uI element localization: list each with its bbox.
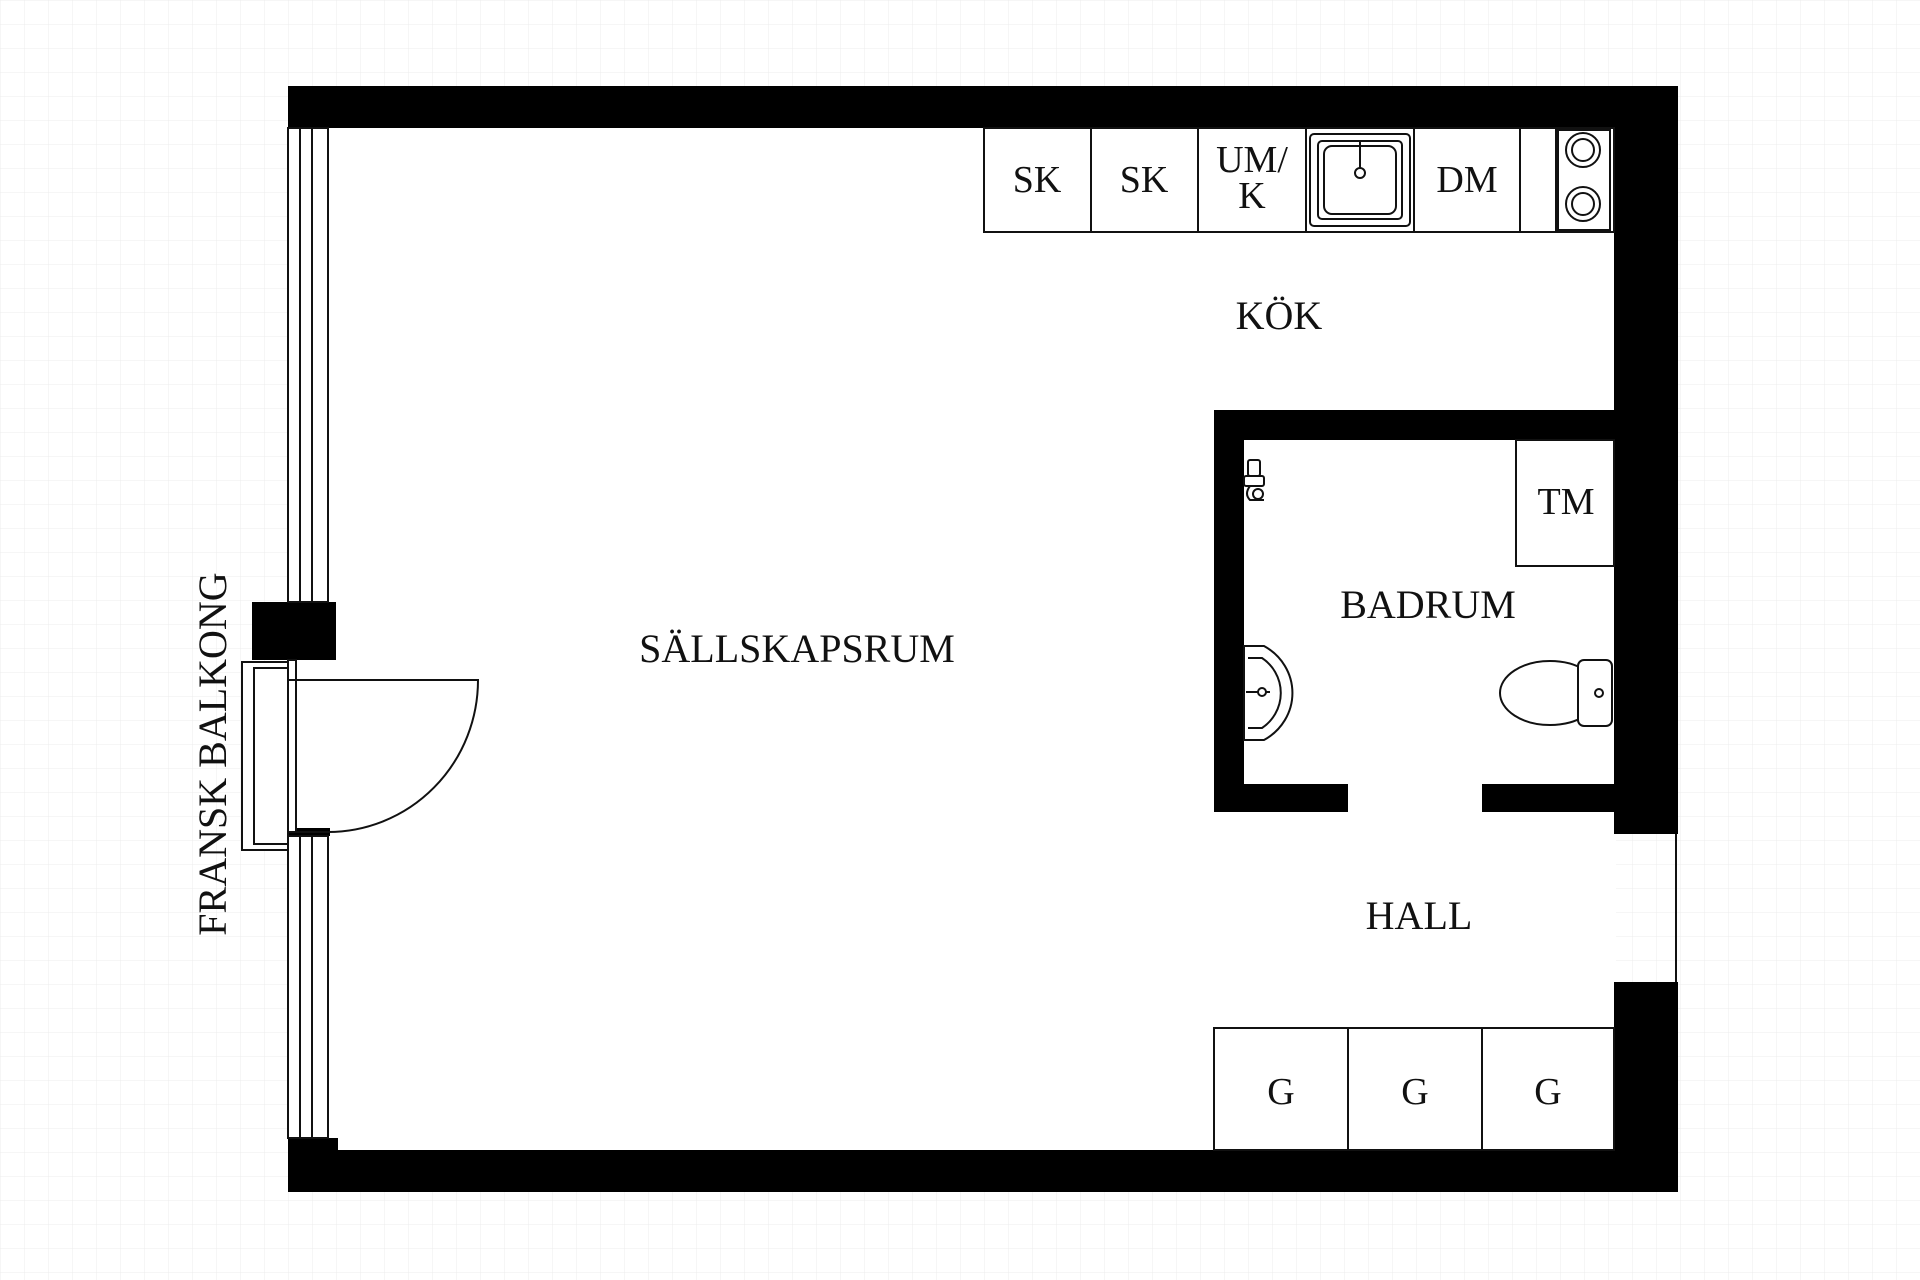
kitchen-sink-icon xyxy=(1309,133,1411,227)
wall-top xyxy=(288,86,1678,128)
wall-left-top-corner xyxy=(288,86,338,128)
balcony-railing-inner xyxy=(253,667,289,845)
wall-right-upper xyxy=(1614,86,1678,834)
bathroom-fixtures: TM xyxy=(1243,439,1615,741)
bathroom-wall-top xyxy=(1214,410,1616,440)
wall-right-lower xyxy=(1614,982,1678,1192)
outer-walls xyxy=(252,86,1678,1192)
cabinet-label-dm: DM xyxy=(1436,159,1497,201)
window-frame-lower xyxy=(287,835,329,1139)
cabinet-label-umk: K xyxy=(1238,175,1266,217)
door-swing-arc xyxy=(288,679,480,833)
room-label-bathroom: BADRUM xyxy=(1340,582,1516,627)
window-frame-upper xyxy=(287,127,329,603)
washing-machine-label: TM xyxy=(1538,481,1595,523)
closet-label-g: G xyxy=(1401,1071,1428,1113)
room-label-kitchen: KÖK xyxy=(1236,293,1323,338)
bathroom-walls xyxy=(1214,410,1616,812)
balcony-door xyxy=(241,659,480,851)
room-label-hall: HALL xyxy=(1366,893,1473,938)
bathroom-wall-left xyxy=(1214,410,1244,812)
kitchen-counter-outline xyxy=(983,127,1615,233)
hall-closets: G G G xyxy=(1213,1027,1615,1151)
wall-bottom xyxy=(288,1150,1678,1192)
cabinet-label-umk: UM/ xyxy=(1216,139,1288,181)
bathroom-wall-bottom-left xyxy=(1214,784,1348,812)
closet-label-g: G xyxy=(1534,1071,1561,1113)
washbasin-icon xyxy=(1243,645,1294,741)
window-upper xyxy=(287,127,329,603)
closet-outline xyxy=(1213,1027,1615,1151)
washing-machine-box xyxy=(1515,439,1615,567)
bathroom-wall-bottom-right xyxy=(1482,784,1616,812)
toilet-icon xyxy=(1499,659,1613,727)
kitchen-counter: SK SK UM/ K DM xyxy=(983,127,1615,233)
wall-left-bottom-corner xyxy=(288,1138,338,1192)
window-lower xyxy=(287,835,329,1139)
door-frame xyxy=(287,659,297,833)
wall-left-pier xyxy=(252,602,336,660)
room-label-living: SÄLLSKAPSRUM xyxy=(639,626,955,671)
cabinet-label-sk: SK xyxy=(1013,159,1062,201)
balcony-label: FRANSK BALKONG xyxy=(190,572,235,935)
interior-floor xyxy=(288,126,1616,1152)
stove-icon xyxy=(1557,129,1611,231)
shower-icon xyxy=(1243,459,1265,501)
closet-label-g: G xyxy=(1267,1071,1294,1113)
cabinet-label-sk: SK xyxy=(1120,159,1169,201)
